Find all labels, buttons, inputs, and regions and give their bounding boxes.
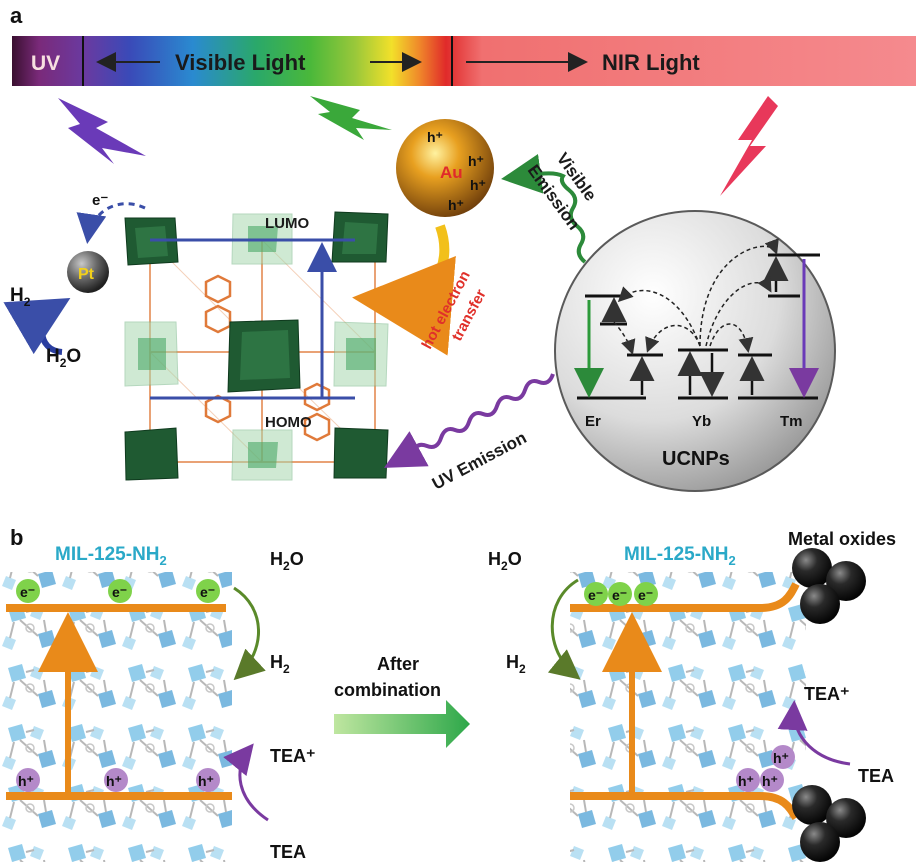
tea-plus-label-right: TEA⁺ xyxy=(804,684,850,704)
nir-lightning-bolt-icon xyxy=(720,96,778,196)
au-hole-1: h⁺ xyxy=(427,129,443,145)
yb-label: Yb xyxy=(692,413,711,430)
reduction-arrow-left xyxy=(233,586,266,681)
mof-label-left: MIL-125-NH2 xyxy=(55,544,167,568)
svg-text:h⁺: h⁺ xyxy=(198,773,214,789)
mof-framework xyxy=(124,211,389,481)
metal-oxides-label: Metal oxides xyxy=(788,529,896,549)
h2-label-left: H2 xyxy=(270,652,290,676)
metal-oxide-sphere-icon xyxy=(792,548,866,862)
visible-emission-arrow xyxy=(501,153,587,264)
vb-band-left xyxy=(6,792,232,800)
au-hole-4: h⁺ xyxy=(448,197,464,213)
cb-band-left xyxy=(6,604,226,612)
visible-light-label: Visible Light xyxy=(175,50,306,75)
cb-band-right xyxy=(570,582,800,612)
mof-structure-right xyxy=(570,572,806,862)
combination-arrow xyxy=(334,700,470,748)
h2-label-right: H2 xyxy=(506,652,526,676)
oxidation-arrow-left xyxy=(223,743,269,822)
svg-text:e⁻: e⁻ xyxy=(200,584,215,600)
reduction-arrow-right xyxy=(547,578,581,680)
uv-emission-label: UV Emission xyxy=(429,428,530,494)
au-hole-3: h⁺ xyxy=(470,177,486,193)
au-label: Au xyxy=(440,163,463,182)
holes-right: h⁺ h⁺ h⁺ xyxy=(736,745,795,792)
tea-label-right: TEA xyxy=(858,766,894,786)
pt-label: Pt xyxy=(78,266,95,283)
pt-electron-label: e⁻ xyxy=(92,192,108,209)
energy-transfer-arrows xyxy=(613,238,779,355)
electrons-right: e⁻ e⁻ e⁻ xyxy=(584,582,658,606)
pt-h2-label: H2 xyxy=(10,285,31,309)
combination-label: combination xyxy=(334,680,441,700)
vb-band-right xyxy=(570,792,800,821)
h2o-label-right: H2O xyxy=(488,549,522,573)
tea-label-left: TEA xyxy=(270,842,306,862)
mof-structure-left xyxy=(0,572,232,862)
electron-transfer-arrow xyxy=(76,202,146,244)
svg-text:h⁺: h⁺ xyxy=(18,773,34,789)
svg-text:h⁺: h⁺ xyxy=(738,773,754,789)
homo-label: HOMO xyxy=(265,414,312,431)
au-hole-2: h⁺ xyxy=(468,153,484,169)
panel-b-label: b xyxy=(10,525,23,550)
visible-lightning-bolt-icon xyxy=(310,96,392,140)
svg-text:h⁺: h⁺ xyxy=(762,773,778,789)
tm-label: Tm xyxy=(780,413,803,430)
hot-electron-arrow xyxy=(352,224,456,356)
uv-label: UV xyxy=(31,52,60,75)
pt-h2o-label: H2O xyxy=(46,346,81,370)
electrons-left: e⁻ e⁻ e⁻ xyxy=(16,579,220,603)
platinum-particle-icon xyxy=(67,251,109,293)
uv-lightning-bolt-icon xyxy=(58,98,146,164)
svg-text:e⁻: e⁻ xyxy=(588,587,603,603)
svg-text:h⁺: h⁺ xyxy=(106,773,122,789)
svg-text:e⁻: e⁻ xyxy=(112,584,127,600)
er-label: Er xyxy=(585,413,601,430)
svg-text:e⁻: e⁻ xyxy=(638,587,653,603)
panel-a-label: a xyxy=(10,3,23,28)
svg-text:e⁻: e⁻ xyxy=(20,584,35,600)
mof-label-right: MIL-125-NH2 xyxy=(624,544,736,568)
after-label: After xyxy=(377,654,419,674)
ucnps-title: UCNPs xyxy=(662,448,730,470)
oxidation-arrow-right xyxy=(777,700,851,766)
h2o-label-left: H2O xyxy=(270,549,304,573)
h2o-reduction-arrow xyxy=(3,297,71,355)
nir-light-label: NIR Light xyxy=(602,50,700,75)
lumo-label: LUMO xyxy=(265,215,309,232)
tea-plus-label-left: TEA⁺ xyxy=(270,746,316,766)
excitation-arrows xyxy=(601,256,789,397)
uv-emission-arrow xyxy=(383,373,555,468)
energy-level-diagram xyxy=(577,253,820,400)
gold-nanoparticle-icon xyxy=(396,119,494,217)
svg-text:e⁻: e⁻ xyxy=(612,587,627,603)
spectrum-bar xyxy=(12,36,916,86)
svg-text:h⁺: h⁺ xyxy=(773,750,789,766)
holes-left: h⁺ h⁺ h⁺ xyxy=(16,768,220,792)
